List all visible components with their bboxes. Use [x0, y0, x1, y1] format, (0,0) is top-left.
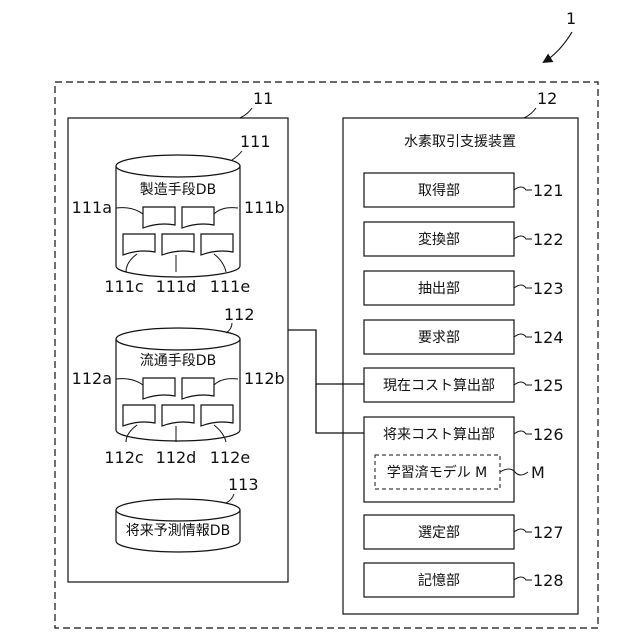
document-icon: [123, 405, 155, 426]
database-111-ref: 111: [240, 132, 271, 151]
database-113: 113 将来予測情報DB: [116, 475, 259, 552]
unit-label: 抽出部: [418, 281, 460, 297]
document-icon: [162, 405, 194, 426]
doc-ref-112c: 112c: [104, 448, 143, 467]
unit-leader: [514, 187, 532, 190]
document-icon: [201, 234, 233, 255]
unit-123: 抽出部 123: [364, 271, 564, 305]
device-leader: [524, 108, 536, 118]
unit-ref: 122: [533, 230, 564, 249]
doc-ref-111d: 111d: [156, 277, 197, 296]
unit-125: 現在コスト算出部 125: [364, 368, 564, 402]
unit-leader: [514, 236, 532, 239]
database-111: 111 製造手段DB 111a 111b 111c 111d 111e: [72, 132, 285, 296]
document-icon: [143, 207, 175, 228]
doc-ref-112d: 112d: [156, 448, 197, 467]
unit-ref: 124: [533, 328, 564, 347]
database-113-ref: 113: [228, 475, 259, 494]
doc-ref-111b: 111b: [244, 198, 285, 217]
document-icon: [162, 234, 194, 255]
system-ref-arrow: [544, 32, 572, 62]
database-113-title: 将来予測情報DB: [126, 523, 230, 539]
document-icon: [182, 378, 214, 399]
unit-label: 選定部: [418, 525, 460, 541]
unit-label: 取得部: [418, 182, 460, 199]
unit-121: 取得部 121: [364, 173, 564, 207]
database-112-ref: 112: [224, 305, 255, 324]
unit-leader: [514, 431, 532, 434]
learned-model-label: 学習済モデル M: [387, 464, 488, 481]
doc-ref-111c: 111c: [104, 277, 143, 296]
unit-124: 要求部 124: [364, 320, 564, 354]
unit-ref: 121: [533, 181, 564, 200]
document-icon: [182, 207, 214, 228]
doc-ref-111e: 111e: [210, 277, 250, 296]
unit-122: 変換部 122: [364, 222, 564, 256]
unit-127: 選定部 127: [364, 515, 564, 549]
document-icon: [123, 234, 155, 255]
database-111-title: 製造手段DB: [140, 182, 216, 198]
doc-ref-111a: 111a: [72, 198, 112, 217]
unit-ref: 127: [533, 523, 564, 542]
document-icon: [143, 378, 175, 399]
unit-ref: 128: [533, 571, 564, 590]
unit-label: 現在コスト算出部: [383, 378, 495, 394]
database-group-leader: [240, 108, 252, 118]
database-112: 112 流通手段DB 112a 112b 112c 112d 112e: [72, 305, 285, 467]
unit-leader: [514, 382, 532, 385]
unit-list: 取得部 121 変換部 122 抽出部 123 要求部 124 現在コスト算出部 125 将来コスト…: [364, 173, 564, 597]
connector-future-cost: [316, 384, 364, 433]
unit-label: 変換部: [418, 231, 460, 248]
doc-ref-112a: 112a: [72, 369, 112, 388]
device-ref: 12: [537, 89, 557, 108]
unit-label: 将来コスト算出部: [383, 427, 495, 443]
connector-current-cost: [288, 330, 364, 384]
device-title: 水素取引支援装置: [404, 134, 516, 150]
unit-leader: [514, 577, 532, 580]
learned-model-ref: M: [531, 463, 545, 482]
unit-leader: [514, 285, 532, 288]
unit-ref: 123: [533, 279, 564, 298]
unit-label: 要求部: [418, 330, 460, 346]
doc-ref-112b: 112b: [244, 369, 285, 388]
database-112-title: 流通手段DB: [140, 353, 216, 369]
unit-leader: [514, 529, 532, 532]
document-icon: [201, 405, 233, 426]
doc-ref-112e: 112e: [210, 448, 250, 467]
system-ref-label: 1: [566, 9, 576, 28]
unit-leader: [514, 334, 532, 337]
database-group-ref: 11: [253, 89, 273, 108]
unit-label: 記憶部: [418, 572, 460, 589]
unit-128: 記憶部 128: [364, 563, 564, 597]
unit-ref: 126: [533, 425, 564, 444]
unit-ref: 125: [533, 376, 564, 395]
